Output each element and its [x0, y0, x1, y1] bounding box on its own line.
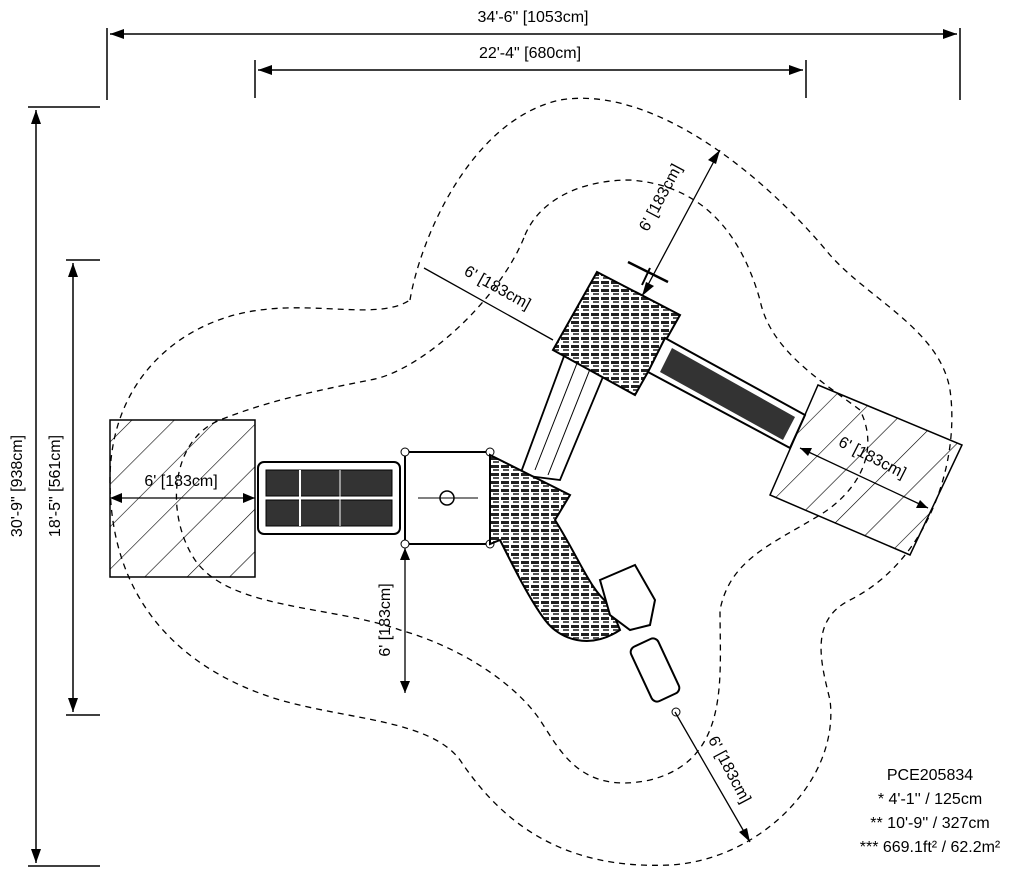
lower-curved-deck: [489, 453, 622, 642]
slide-exit-zone-right: [769, 384, 964, 556]
inner-width-dimension: [254, 60, 807, 98]
clearance-upper-left-label: 6' [183cm]: [461, 263, 533, 313]
overall-height-dimension: [28, 106, 100, 867]
clearance-upper-left: [423, 267, 554, 341]
inner-width-label: 22'-4" [680cm]: [479, 45, 581, 62]
left-double-slide: [257, 461, 401, 535]
clearance-bottom-left-label: 6' [183cm]: [377, 583, 394, 656]
overall-width-dimension: [106, 28, 961, 100]
upper-right-slide: [646, 336, 807, 450]
upper-tower-deck: [551, 260, 682, 397]
central-platform: [400, 447, 495, 549]
overall-height-note: ** 10'-9'' / 327cm: [870, 815, 989, 832]
inner-height-dimension: [66, 259, 100, 716]
clearance-bottom-right: [674, 711, 751, 843]
area-note: *** 669.1ft² / 62.2m²: [860, 839, 1001, 856]
clearance-bottom-right-label: 6' [183cm]: [704, 734, 753, 807]
overall-height-label: 30'-9" [938cm]: [9, 435, 26, 537]
clearance-left: [110, 493, 255, 503]
overall-width-label: 34'-6" [1053cm]: [477, 9, 588, 26]
inner-use-zone: [175, 179, 869, 784]
lower-panel: [598, 563, 681, 717]
clearance-left-label: 6' [183cm]: [144, 473, 217, 490]
platform-height-note: * 4'-1'' / 125cm: [878, 791, 982, 808]
inner-height-label: 18'-5" [561cm]: [47, 435, 64, 537]
clearance-bottom-left: [400, 548, 410, 693]
clearance-top: [641, 149, 721, 297]
clearance-right: [799, 447, 929, 509]
clearance-top-label: 6' [183cm]: [636, 162, 685, 235]
model-number: PCE205834: [887, 767, 973, 784]
